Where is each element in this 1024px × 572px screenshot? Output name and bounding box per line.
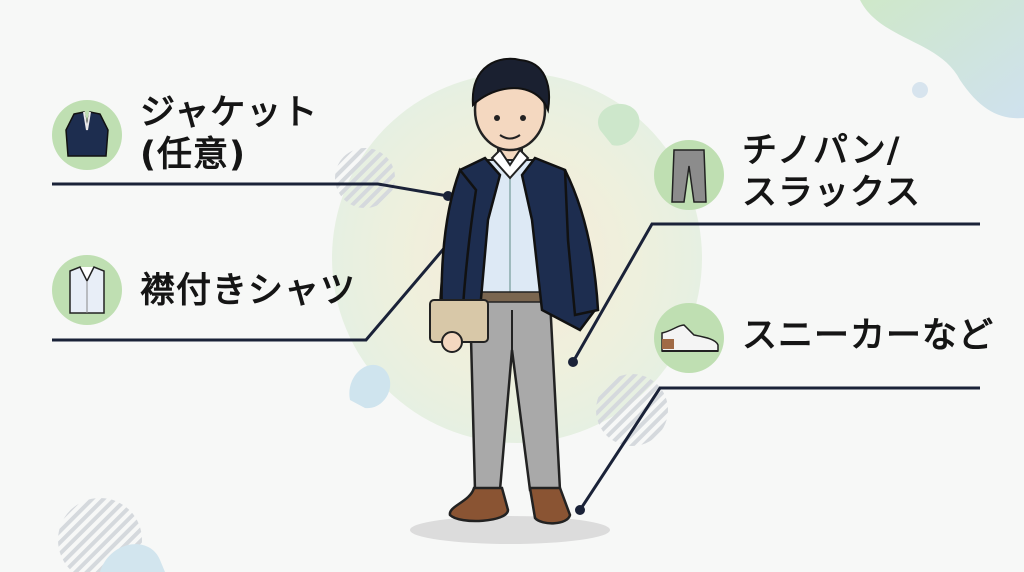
- shoes-connector: [578, 386, 980, 511]
- jacket-label: ジャケット (任意): [140, 92, 318, 176]
- collared-shirt-icon: [69, 266, 105, 314]
- jacket-icon-circle: [52, 100, 122, 170]
- jacket-icon: [65, 111, 109, 157]
- pants-icon-circle: [654, 140, 724, 210]
- small-blob-2: [349, 364, 391, 409]
- jacket-label-line1: ジャケット: [140, 93, 319, 133]
- person-illustration: [410, 57, 610, 544]
- sneaker-icon: [661, 324, 719, 352]
- pants-connector: [571, 222, 980, 363]
- shoes-label: スニーカーなど: [742, 316, 995, 356]
- pants-label-line2: スラックス: [742, 173, 921, 213]
- chinos-icon: [671, 149, 707, 203]
- jacket-label-line2: (任意): [140, 135, 246, 175]
- pants-label: チノパン/ スラックス: [742, 130, 921, 214]
- stripe-circle: [335, 148, 395, 208]
- jacket-connector: [52, 182, 449, 198]
- shirt-icon-circle: [52, 255, 122, 325]
- pants-label-line1: チノパン/: [742, 131, 901, 171]
- stripe-circle-2: [596, 374, 668, 446]
- shirt-label: 襟付きシャツ: [140, 271, 357, 311]
- corner-blob: [860, 0, 1024, 119]
- small-blob: [598, 103, 640, 146]
- shoes-icon-circle: [654, 303, 724, 373]
